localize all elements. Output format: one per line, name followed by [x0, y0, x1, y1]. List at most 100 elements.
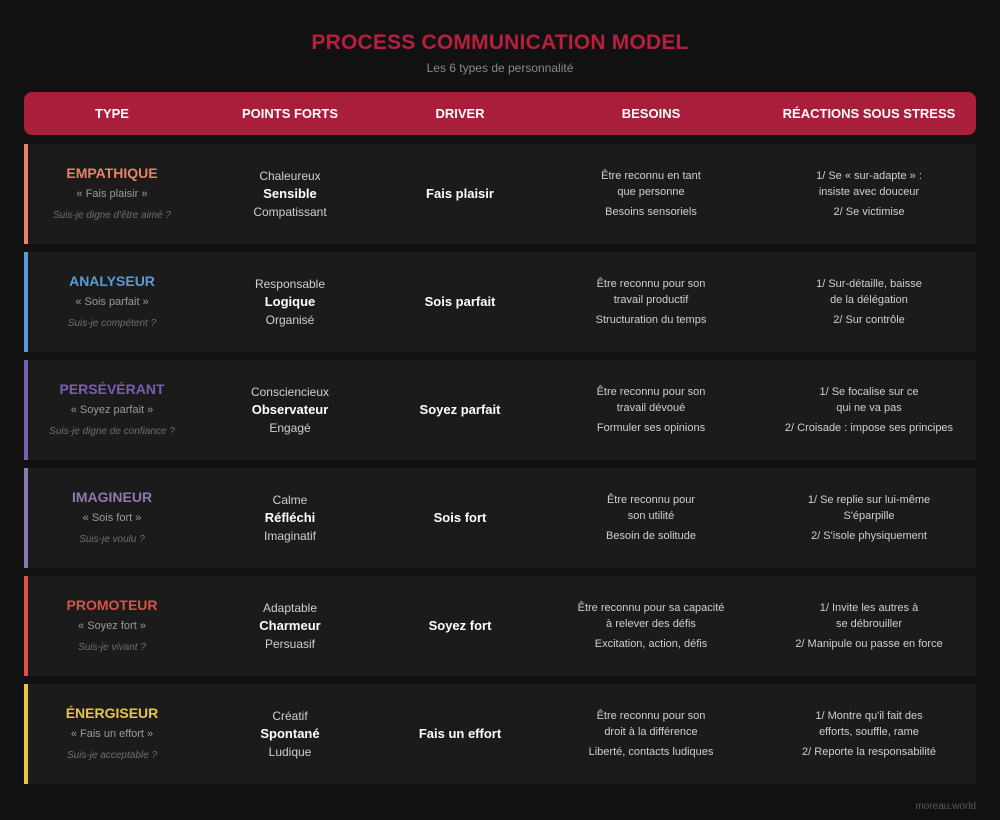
stress-line: 1/ Se replie sur lui-même [807, 494, 931, 506]
strengths-cell: Adaptable Charmeur Persuasif [200, 599, 380, 653]
strengths-cell: Consciencieux Observateur Engagé [200, 383, 380, 437]
type-driver-quote: « Soyez parfait » [70, 403, 154, 416]
type-cell: IMAGINEUR « Sois fort » Suis-je voulu ? [24, 488, 200, 549]
stress-line: 2/ S'isole physiquement [811, 530, 927, 542]
type-question: Suis-je digne de confiance ? [49, 425, 175, 437]
strengths-cell: Calme Réfléchi Imaginatif [200, 491, 380, 545]
type-name: EMPATHIQUE [66, 164, 158, 181]
header-type: TYPE [95, 106, 129, 121]
type-cell: ANALYSEUR « Sois parfait » Suis-je compé… [24, 272, 200, 333]
driver-cell: Fais plaisir [426, 186, 494, 201]
needs-cell: Être reconnu pour son travail productif … [540, 276, 762, 328]
needs-cell: Être reconnu pour son travail dévoué For… [540, 384, 762, 436]
need-line: Être reconnu pour [606, 494, 696, 506]
strengths-cell: Chaleureux Sensible Compatissant [200, 167, 380, 221]
stress-cell: 1/ Invite les autres à se débrouiller 2/… [762, 600, 976, 652]
row-accent-bar [24, 468, 28, 568]
type-question: Suis-je acceptable ? [66, 749, 158, 761]
row-accent-bar [24, 144, 28, 244]
need-line: Être reconnu en tant [601, 170, 701, 182]
stress-line: 2/ Croisade : impose ses principes [784, 422, 954, 434]
type-question: Suis-je digne d'être aimé ? [52, 209, 172, 221]
stress-line: 1/ Se focalise sur ce [819, 386, 919, 398]
type-driver-quote: « Fais un effort » [70, 727, 154, 740]
need-line: que personne [617, 186, 685, 198]
stress-line: 1/ Invite les autres à [819, 602, 919, 614]
strength-main: Observateur [251, 402, 329, 417]
stress-line: 1/ Sur-détaille, baisse [816, 278, 922, 290]
type-name: ÉNERGISEUR [65, 704, 159, 721]
needs-cell: Être reconnu pour sa capacité à relever … [540, 600, 762, 652]
driver-cell: Fais un effort [418, 726, 502, 741]
need-line: Être reconnu pour son [596, 710, 706, 722]
stress-line: qui ne va pas [836, 402, 902, 414]
type-driver-quote: « Soyez fort » [78, 619, 146, 632]
stress-line: 2/ Reporte la responsabilité [802, 746, 936, 758]
type-name: PROMOTEUR [66, 596, 158, 613]
strength-main: Charmeur [259, 618, 321, 633]
stress-line: de la délégation [830, 294, 908, 306]
driver-cell: Soyez parfait [419, 402, 501, 417]
table-row: ANALYSEUR « Sois parfait » Suis-je compé… [24, 252, 976, 352]
needs-cell: Être reconnu pour son droit à la différe… [540, 708, 762, 760]
strength-main: Logique [264, 294, 316, 309]
stress-cell: 1/ Se focalise sur ce qui ne va pas 2/ C… [762, 384, 976, 436]
strength: Compatissant [253, 205, 327, 219]
strength-main: Spontané [260, 726, 320, 741]
type-name: IMAGINEUR [71, 488, 153, 505]
type-name: ANALYSEUR [69, 272, 155, 289]
strength: Engagé [269, 421, 311, 435]
need-line: Liberté, contacts ludiques [588, 746, 714, 758]
strength-main: Sensible [263, 186, 317, 201]
needs-cell: Être reconnu pour son utilité Besoin de … [540, 492, 762, 544]
type-name: PERSÉVÉRANT [59, 380, 165, 397]
row-accent-bar [24, 252, 28, 352]
table-row: ÉNERGISEUR « Fais un effort » Suis-je ac… [24, 684, 976, 784]
type-driver-quote: « Fais plaisir » [76, 187, 148, 200]
strength: Créatif [272, 709, 308, 723]
stress-cell: 1/ Sur-détaille, baisse de la délégation… [762, 276, 976, 328]
strength: Consciencieux [250, 385, 330, 399]
stress-line: 2/ Manipule ou passe en force [795, 638, 943, 650]
need-line: Besoin de solitude [606, 530, 696, 542]
header-stress: RÉACTIONS SOUS STRESS [782, 106, 956, 121]
need-line: son utilité [627, 510, 675, 522]
need-line: Formuler ses opinions [596, 422, 706, 434]
header-needs: BESOINS [621, 106, 681, 121]
page-subtitle: Les 6 types de personnalité [426, 61, 574, 75]
stress-line: 2/ Sur contrôle [833, 314, 905, 326]
header-strengths: POINTS FORTS [241, 106, 339, 121]
row-accent-bar [24, 360, 28, 460]
stress-line: S'éparpille [843, 510, 895, 522]
strength: Imaginatif [263, 529, 317, 543]
driver-cell: Sois parfait [424, 294, 496, 309]
need-line: Structuration du temps [595, 314, 707, 326]
need-line: Excitation, action, défis [594, 638, 708, 650]
need-line: à relever des défis [606, 618, 696, 630]
table-header: TYPE POINTS FORTS DRIVER BESOINS RÉACTIO… [24, 92, 976, 135]
stress-line: 1/ Montre qu'il fait des [815, 710, 923, 722]
row-accent-bar [24, 684, 28, 784]
table-row: EMPATHIQUE « Fais plaisir » Suis-je dign… [24, 144, 976, 244]
driver-cell: Sois fort [433, 510, 487, 525]
strengths-cell: Créatif Spontané Ludique [200, 707, 380, 761]
needs-cell: Être reconnu en tant que personne Besoin… [540, 168, 762, 220]
strength-main: Réfléchi [264, 510, 316, 525]
need-line: travail productif [613, 294, 689, 306]
strength: Responsable [254, 277, 326, 291]
table-row: PROMOTEUR « Soyez fort » Suis-je vivant … [24, 576, 976, 676]
strength: Adaptable [262, 601, 318, 615]
need-line: Être reconnu pour sa capacité [577, 602, 725, 614]
footer-credit: moreau.world [915, 801, 976, 812]
stress-cell: 1/ Se replie sur lui-même S'éparpille 2/… [762, 492, 976, 544]
stress-line: 2/ Se victimise [833, 206, 905, 218]
strength: Calme [272, 493, 308, 507]
stress-cell: 1/ Se « sur-adapte » : insiste avec douc… [762, 168, 976, 220]
header-driver: DRIVER [435, 106, 485, 121]
need-line: Être reconnu pour son [596, 278, 706, 290]
need-line: travail dévoué [616, 402, 686, 414]
strength: Chaleureux [259, 169, 321, 183]
type-cell: EMPATHIQUE « Fais plaisir » Suis-je dign… [24, 164, 200, 225]
type-driver-quote: « Sois fort » [82, 511, 142, 524]
table-row: PERSÉVÉRANT « Soyez parfait » Suis-je di… [24, 360, 976, 460]
